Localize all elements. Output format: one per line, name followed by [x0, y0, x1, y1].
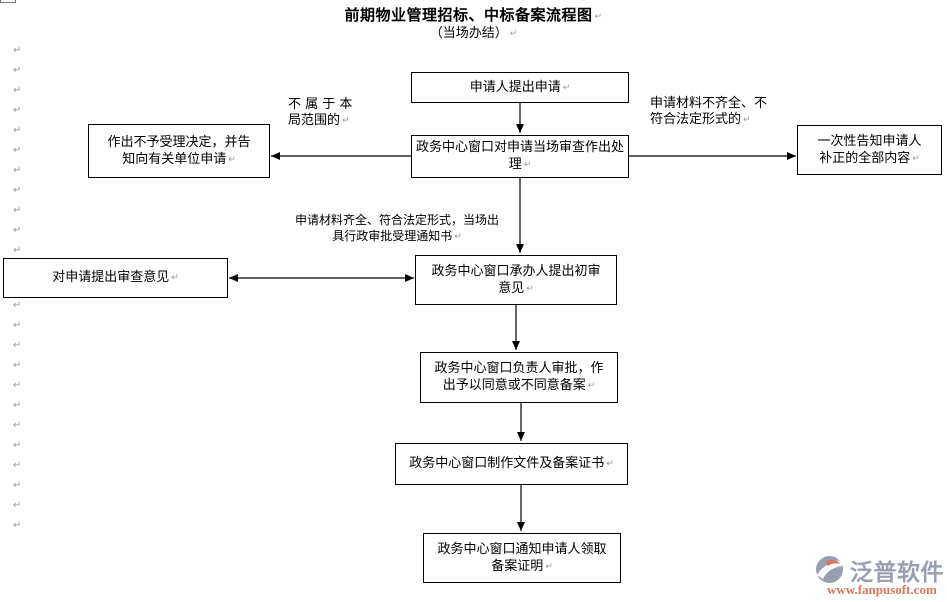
paragraph-mark: ↵ [545, 561, 553, 572]
paragraph-mark: ↵ [509, 29, 518, 39]
flow-box-text: 出予以同意或不同意备案↵ [443, 377, 596, 395]
paragraph-mark: ↵ [13, 145, 22, 156]
flow-box-line: 意见 [498, 280, 525, 296]
flow-box-text: 申请人提出申请↵ [470, 79, 571, 97]
flow-label-complete-materials: 申请材料齐全、符合法定形式，当场出 具行政审批受理通知书↵ [283, 212, 511, 245]
paragraph-mark: ↵ [171, 273, 179, 283]
flow-box-line: 政务中心窗口承办人提出初审 [431, 263, 601, 279]
paragraph-mark: ↵ [13, 225, 22, 236]
flow-box-reject-decision: 作出不予受理决定，并告 知向有关单位申请↵ [88, 124, 270, 178]
flow-box-line: 政务中心窗口制作文件及备案证书 [409, 456, 605, 471]
flow-box-line: 出予以同意或不同意备案 [442, 378, 586, 393]
flow-box-supervisor-approval: 政务中心窗口负责人审批，作 出予以同意或不同意备案↵ [420, 352, 618, 403]
page-subtitle-text: （当场办结） [429, 26, 508, 41]
flow-box-line: 理 [508, 157, 522, 172]
paragraph-mark: ↵ [13, 340, 22, 351]
paragraph-mark: ↵ [13, 245, 22, 256]
flow-box-initial-review-opinion: 政务中心窗口承办人提出初审 意见↵ [415, 255, 617, 305]
fanpu-logo-icon [816, 556, 843, 583]
margin-marks: ↵ ↵ ↵ ↵ ↵ ↵ ↵ ↵ ↵ ↵ ↵ ↵ ↵ ↵ ↵ ↵ ↵ ↵ ↵ ↵ ↵ ↵ ↵ [13, 0, 33, 602]
flow-box-text: 意见↵ [498, 280, 534, 298]
paragraph-mark: ↵ [13, 320, 22, 331]
flow-box-line: 政务中心窗口负责人审批，作 [434, 361, 604, 376]
paragraph-mark: ↵ [13, 400, 22, 411]
paragraph-mark: ↵ [587, 381, 596, 391]
page-corner-fragment [0, 0, 16, 3]
paragraph-mark: ↵ [13, 440, 22, 451]
paragraph-mark: ↵ [13, 45, 22, 56]
paragraph-mark: ↵ [13, 65, 22, 76]
flow-box-review-opinion: 对申请提出审查意见↵ [3, 258, 228, 298]
flow-box-line: 补正的全部内容 [819, 150, 911, 166]
paragraph-mark: ↵ [13, 185, 22, 196]
flow-box-line: 对申请提出审查意见 [52, 270, 170, 285]
paragraph-mark: ↵ [342, 116, 350, 126]
flow-box-line: 知向有关单位申请 [122, 151, 227, 167]
page-subtitle: （当场办结）↵ [0, 22, 947, 41]
flow-box-line: 政务中心窗口对申请当场审查作出处 [415, 140, 624, 155]
flow-box-line: 一次性告知申请人 [817, 133, 922, 149]
flow-label-line: 不 属 于 本 [288, 97, 353, 112]
paragraph-mark: ↵ [13, 380, 22, 391]
paragraph-mark: ↵ [13, 165, 22, 176]
flow-label-line: 局范围的 [288, 113, 341, 128]
flow-label-line: 申请材料不齐全、不 [650, 96, 768, 111]
paragraph-mark: ↵ [523, 160, 532, 170]
paragraph-mark: ↵ [912, 153, 920, 164]
flow-box-line: 作出不予受理决定，并告 [107, 134, 251, 150]
paragraph-mark: ↵ [743, 115, 751, 125]
paragraph-mark: ↵ [13, 520, 22, 531]
flow-box-line: 备案证明 [491, 558, 544, 574]
flow-box-applicant-submits: 申请人提出申请↵ [411, 72, 629, 103]
flow-label-line: 申请材料齐全、符合法定形式，当场出 [294, 213, 499, 227]
flow-label-line: 符合法定形式的 [650, 112, 742, 127]
paragraph-mark: ↵ [228, 154, 236, 165]
paragraph-mark: ↵ [13, 500, 22, 511]
vendor-watermark: 泛普软件 www.fanpusoft.com [815, 553, 947, 601]
paragraph-mark: ↵ [526, 283, 534, 294]
vendor-url: www.fanpusoft.com [827, 582, 937, 597]
flow-label-text: 符合法定形式的↵ [650, 112, 780, 128]
flow-label-incomplete-materials: 申请材料不齐全、不 符合法定形式的↵ [650, 96, 780, 128]
flow-box-line: 申请人提出申请 [469, 79, 561, 95]
flow-box-text: 理↵ [509, 156, 532, 174]
paragraph-mark: ↵ [13, 480, 22, 491]
flow-label-text: 具行政审批受理通知书↵ [283, 228, 511, 245]
paragraph-mark: ↵ [13, 125, 22, 136]
paragraph-mark: ↵ [13, 105, 22, 116]
paragraph-mark: ↵ [13, 205, 22, 216]
flow-box-text: 备案证明↵ [491, 558, 553, 576]
flow-label-out-of-scope: 不 属 于 本 局范围的↵ [288, 97, 378, 129]
page-title: 前期物业管理招标、中标备案流程图↵ [0, 4, 947, 25]
paragraph-mark: ↵ [13, 300, 22, 311]
flow-box-text: 补正的全部内容↵ [819, 150, 920, 168]
flow-box-line: 政务中心窗口通知申请人领取 [437, 541, 607, 557]
page-title-text: 前期物业管理招标、中标备案流程图 [344, 6, 593, 24]
paragraph-mark: ↵ [454, 232, 462, 242]
flow-box-make-documents: 政务中心窗口制作文件及备案证书↵ [395, 443, 628, 485]
paragraph-mark: ↵ [594, 12, 603, 22]
paragraph-mark: ↵ [13, 85, 22, 96]
paragraph-mark: ↵ [562, 82, 571, 93]
paragraph-mark: ↵ [13, 460, 22, 471]
flow-box-notify-pickup: 政务中心窗口通知申请人领取 备案证明↵ [423, 533, 621, 583]
paragraph-mark: ↵ [13, 420, 22, 431]
flow-label-line: 具行政审批受理通知书 [332, 229, 453, 243]
paragraph-mark: ↵ [606, 459, 614, 469]
flow-box-window-onsite-review: 政务中心窗口对申请当场审查作出处 理↵ [411, 135, 629, 178]
flow-box-onetime-notify-corrections: 一次性告知申请人 补正的全部内容↵ [797, 125, 942, 175]
paragraph-mark: ↵ [13, 360, 22, 371]
vendor-brand-name: 泛普软件 [850, 560, 944, 586]
flow-box-text: 对申请提出审查意见↵ [52, 269, 179, 287]
flow-box-text: 知向有关单位申请↵ [122, 151, 236, 169]
flow-box-text: 政务中心窗口制作文件及备案证书↵ [409, 455, 614, 473]
flow-label-text: 局范围的↵ [288, 113, 378, 129]
